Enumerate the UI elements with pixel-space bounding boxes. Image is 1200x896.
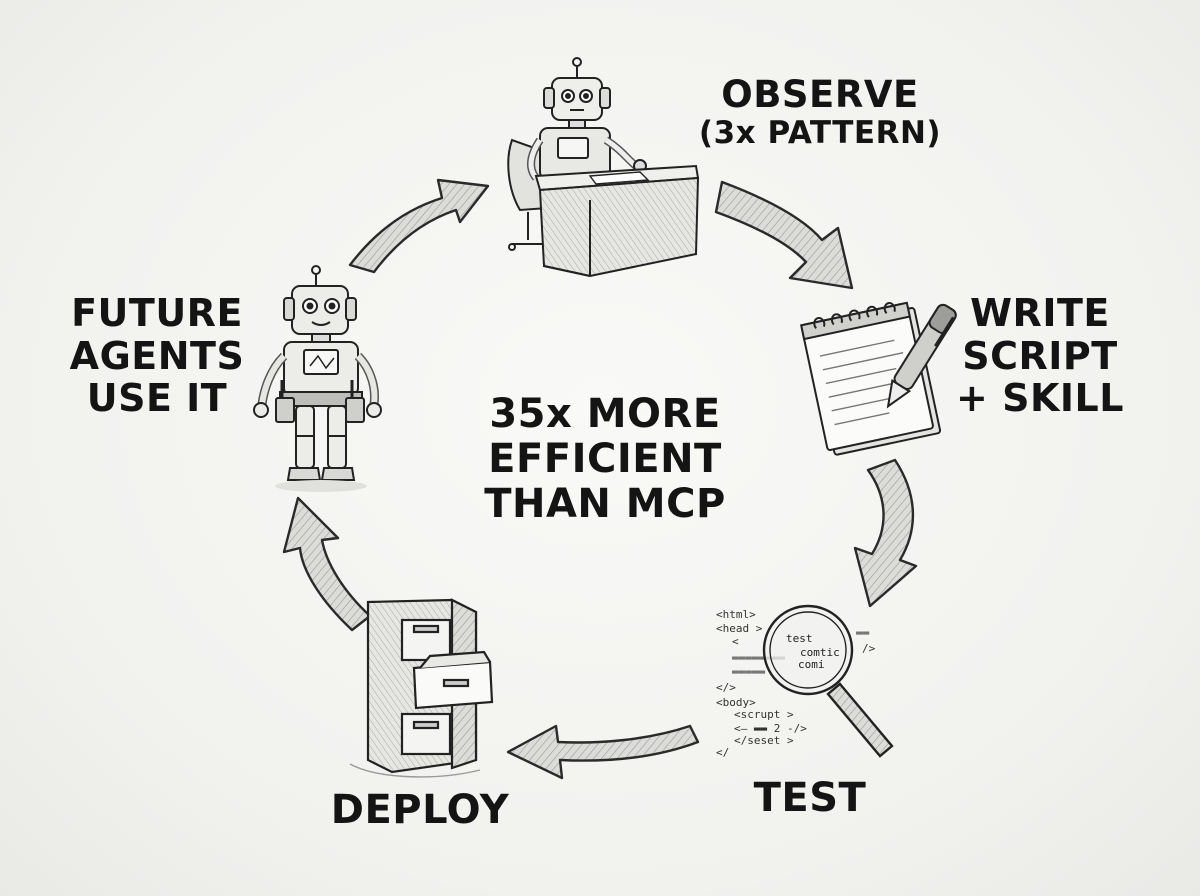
center-efficiency-label: 35x MORE EFFICIENT THAN MCP <box>470 392 740 526</box>
cycle-arrows <box>282 178 918 780</box>
observe-label: OBSERVE <box>721 73 919 116</box>
code-line: < <box>732 635 739 648</box>
arrow-observe-to-write <box>714 180 854 290</box>
observe-sublabel: (3x PATTERN) <box>698 115 942 151</box>
future-label-line3: USE IT <box>86 376 228 421</box>
future-label-line1: FUTURE <box>71 291 243 335</box>
arrow-deploy-to-future <box>282 496 372 632</box>
filing-cabinet-illustration <box>349 598 494 778</box>
test-label: TEST <box>753 775 867 821</box>
center-label-line3: THAN MCP <box>484 480 726 527</box>
code-line: comi <box>798 658 825 671</box>
code-line: comtic <box>800 646 840 659</box>
future-agents-label: FUTURE AGENTS USE IT <box>52 292 262 420</box>
write-label-line3: + SKILL <box>956 376 1124 421</box>
robot-at-desk-illustration <box>507 57 700 278</box>
code-line: <html> <box>716 608 756 621</box>
code-line: test <box>786 632 813 645</box>
code-line: ▬▬▬▬▬ <box>732 665 765 678</box>
code-line: </ <box>716 746 729 759</box>
future-label-line2: AGENTS <box>69 333 245 378</box>
arrow-future-to-observe <box>348 178 490 274</box>
code-line: ▬▬ <box>856 626 870 639</box>
robot-with-toolbelt-illustration <box>253 265 382 492</box>
notepad-and-pen-illustration <box>800 301 957 456</box>
write-label-line1: WRITE <box>970 291 1110 335</box>
write-script-label: WRITE SCRIPT + SKILL <box>950 292 1130 420</box>
deploy-label: DEPLOY <box>330 787 510 833</box>
code-line: <— ▬▬ 2 -/> <box>734 722 807 735</box>
code-line: </> <box>716 681 736 694</box>
code-line: <scrupt > <box>734 708 794 721</box>
arrow-test-to-deploy <box>506 724 700 780</box>
center-label-line2: EFFICIENT <box>488 435 722 482</box>
center-label-line1: 35x MORE <box>489 391 721 437</box>
code-line: /> <box>862 642 876 655</box>
arrow-write-to-test <box>853 458 918 608</box>
magnifier-over-code-illustration: <html> <head > < ▬▬▬▬▬▬▬▬ ▬▬▬▬▬ </> <bod… <box>716 604 894 759</box>
write-label-line2: SCRIPT <box>962 333 1118 378</box>
code-line: </seset > <box>734 734 794 747</box>
code-line: <body> <box>716 696 756 709</box>
code-line: <head > <box>716 622 763 635</box>
